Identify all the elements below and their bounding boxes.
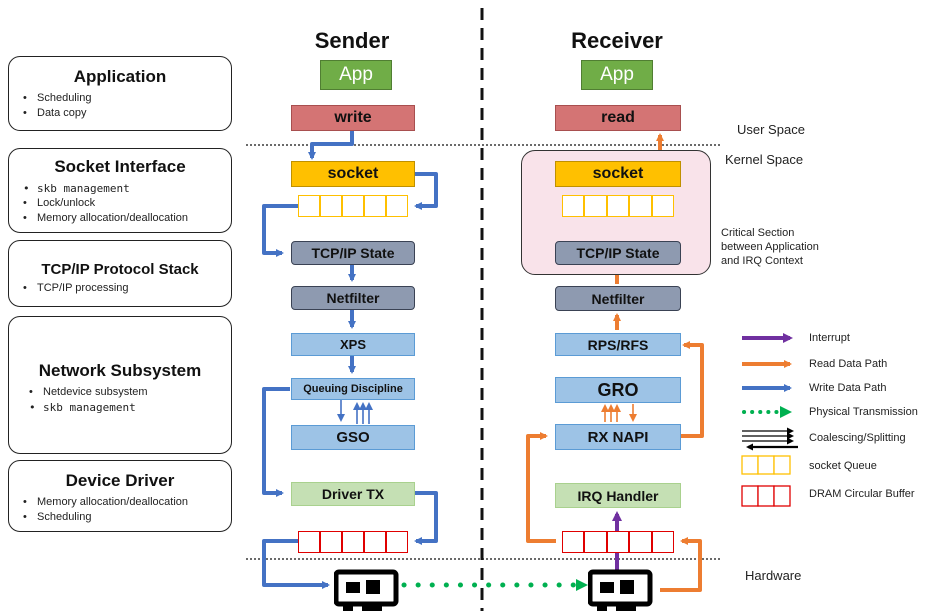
coalescing-legend-arrows	[742, 427, 798, 451]
layer-item: skb management	[23, 181, 225, 196]
layer-items: Netdevice subsystem skb management	[29, 385, 225, 415]
receiver-socket-queue	[562, 195, 675, 217]
layer-items: skb management Lock/unlock Memory alloca…	[23, 181, 225, 226]
layer-title: Device Driver	[65, 471, 175, 490]
sender-netfilter-box: Netfilter	[291, 286, 415, 310]
legend-label: Interrupt	[809, 332, 850, 344]
receiver-nic-icon	[588, 569, 653, 611]
layer-device-driver: Device Driver Memory allocation/dealloca…	[8, 460, 232, 532]
layer-item: TCP/IP processing	[23, 281, 225, 296]
user-space-label: User Space	[737, 122, 805, 137]
receiver-read-box: read	[555, 105, 681, 131]
layer-item: Lock/unlock	[23, 196, 225, 211]
layer-socket-interface: Socket Interface skb management Lock/unl…	[8, 148, 232, 233]
socket-queue-legend	[741, 455, 791, 475]
sender-tcpip-state-box: TCP/IP State	[291, 241, 415, 265]
critical-note-line: between Application	[721, 241, 819, 253]
hardware-label: Hardware	[745, 568, 802, 583]
critical-note-line: Critical Section	[721, 227, 795, 239]
sender-nic-icon	[334, 569, 399, 611]
layer-item: Data copy	[23, 106, 225, 121]
layer-item: skb management	[29, 400, 225, 415]
layer-title: Network Subsystem	[38, 361, 202, 380]
legend-swatches	[741, 333, 798, 507]
layer-items: Memory allocation/deallocation Schedulin…	[23, 495, 225, 525]
receiver-rx-napi-box: RX NAPI	[555, 424, 681, 450]
receiver-netfilter-box: Netfilter	[555, 286, 681, 311]
dram-buffer-legend	[741, 485, 791, 507]
layer-item: Netdevice subsystem	[29, 385, 225, 400]
layer-item: Scheduling	[23, 510, 225, 525]
layer-items: TCP/IP processing	[23, 281, 225, 296]
receiver-socket-box: socket	[555, 161, 681, 187]
sender-header: Sender	[314, 28, 390, 53]
receiver-tcpip-state-box: TCP/IP State	[555, 241, 681, 265]
legend-label: Physical Transmission	[809, 406, 918, 418]
layer-item: Memory allocation/deallocation	[23, 495, 225, 510]
layer-items: Scheduling Data copy	[23, 91, 225, 121]
layer-tcpip-stack: TCP/IP Protocol Stack TCP/IP processing	[8, 240, 232, 307]
legend-label: Write Data Path	[809, 382, 887, 394]
sender-xps-box: XPS	[291, 333, 415, 356]
legend-label: Read Data Path	[809, 358, 888, 370]
layer-network-subsystem: Network Subsystem Netdevice subsystem sk…	[8, 316, 232, 454]
layer-item: Memory allocation/deallocation	[23, 211, 225, 226]
layer-title: Socket Interface	[54, 157, 186, 176]
sender-socket-box: socket	[291, 161, 415, 187]
receiver-app-box: App	[581, 60, 653, 90]
critical-section-note: Critical Section between Application and…	[721, 226, 819, 268]
sender-dram-ring-buffer	[298, 531, 408, 553]
receiver-header: Receiver	[571, 28, 663, 53]
legend-label: Coalescing/Splitting	[809, 432, 906, 444]
critical-note-line: and IRQ Context	[721, 255, 803, 267]
layer-title: TCP/IP Protocol Stack	[41, 261, 199, 278]
sender-driver-tx-box: Driver TX	[291, 482, 415, 506]
receiver-gro-box: GRO	[555, 377, 681, 403]
layer-application: Application Scheduling Data copy	[8, 56, 232, 131]
receiver-dram-ring-buffer	[562, 531, 675, 553]
layer-title: Application	[73, 67, 167, 86]
sender-qdisc-box: Queuing Discipline	[291, 378, 415, 400]
layer-item: Scheduling	[23, 91, 225, 106]
legend-label: socket Queue	[809, 460, 877, 472]
sender-gso-box: GSO	[291, 425, 415, 450]
sender-socket-queue	[298, 195, 408, 217]
sender-app-box: App	[320, 60, 392, 90]
legend-label: DRAM Circular Buffer	[809, 488, 915, 500]
receiver-rps-rfs-box: RPS/RFS	[555, 333, 681, 356]
kernel-space-label: Kernel Space	[725, 152, 804, 167]
receiver-irq-handler-box: IRQ Handler	[555, 483, 681, 508]
sender-write-box: write	[291, 105, 415, 131]
